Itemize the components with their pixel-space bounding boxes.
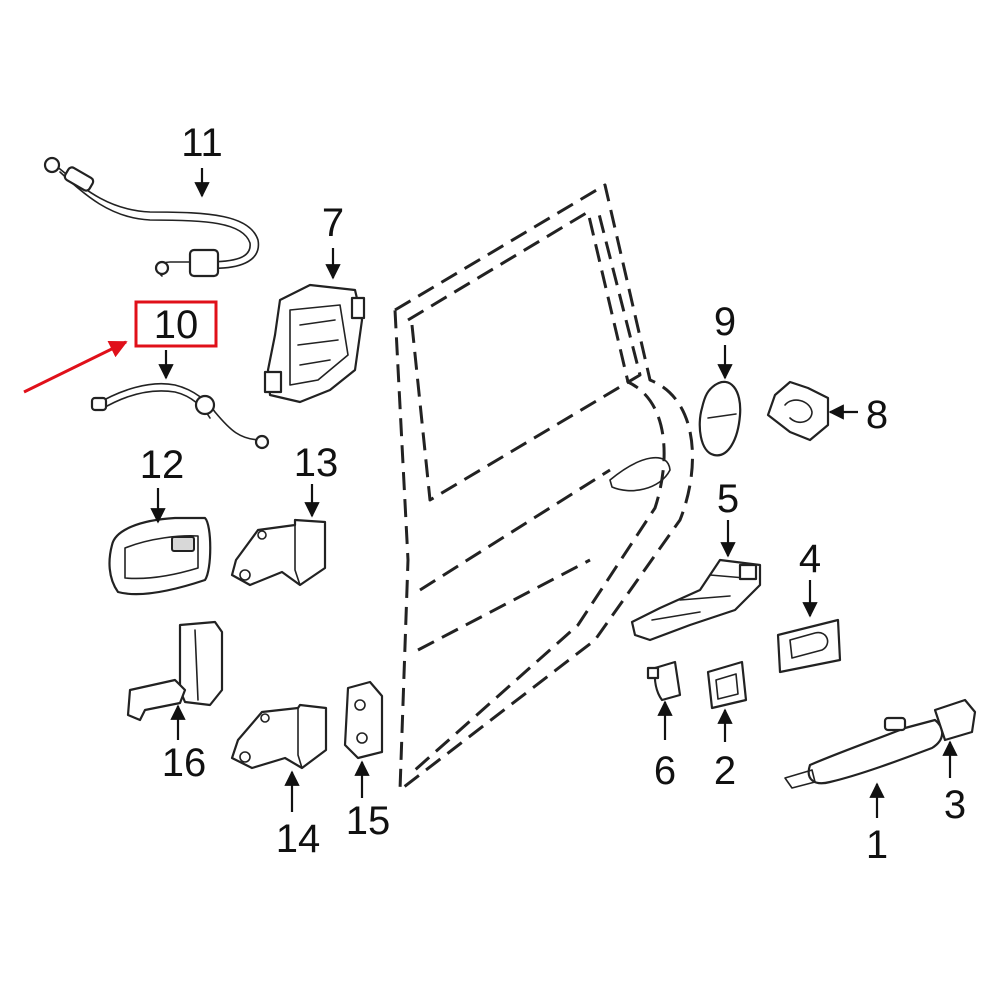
callout-8: 8	[866, 393, 888, 437]
callout-10: 10	[154, 303, 199, 347]
part-16-door-check	[126, 620, 224, 722]
callout-16: 16	[162, 741, 207, 785]
part-12-inside-handle	[108, 516, 212, 596]
part-13-hinge	[230, 518, 327, 587]
part-10-cable	[90, 382, 270, 450]
callout-1: 1	[866, 823, 888, 867]
callout-numbers: 11 10 7 9 8 12 13 5 4 16 6 2 3 14 15 1	[140, 121, 966, 867]
callout-15: 15	[346, 799, 391, 843]
part-7-lock-actuator	[263, 283, 366, 404]
part-1-outside-handle	[784, 716, 944, 789]
part-14-hinge	[230, 703, 328, 770]
callout-12: 12	[140, 443, 185, 487]
callout-4: 4	[799, 537, 821, 581]
callout-14: 14	[276, 817, 321, 861]
callout-6: 6	[654, 749, 676, 793]
door-outline	[393, 183, 694, 792]
part-3-cap	[933, 698, 977, 742]
part-2-gasket	[706, 660, 748, 710]
leader-lines	[150, 168, 958, 818]
callout-9: 9	[714, 300, 736, 344]
callout-13: 13	[294, 441, 339, 485]
highlight-box-10	[134, 300, 218, 348]
callout-11: 11	[181, 121, 223, 165]
part-6-cap	[646, 660, 682, 702]
part-4-gasket	[776, 618, 842, 674]
callout-2: 2	[714, 749, 736, 793]
callout-5: 5	[717, 477, 739, 521]
part-11-cable	[43, 156, 260, 278]
part-5-handle-carrier	[630, 558, 762, 642]
callout-7: 7	[322, 201, 344, 245]
part-9-cap	[698, 380, 742, 457]
part-8-striker	[766, 380, 830, 442]
callout-3: 3	[944, 783, 966, 827]
part-15-striker-plate	[343, 680, 384, 760]
highlight-arrow-10	[23, 340, 128, 394]
